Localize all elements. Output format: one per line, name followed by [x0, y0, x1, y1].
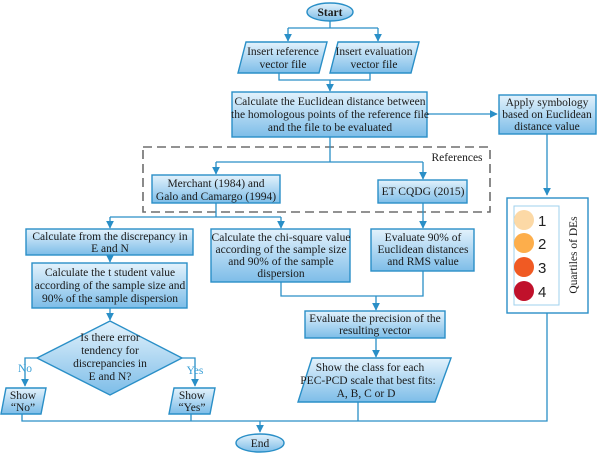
connector-to-evaluate-precision — [280, 271, 424, 310]
legend-swatch-4 — [514, 281, 534, 301]
svg-text:the homologous points of the r: the homologous points of the reference f… — [231, 109, 429, 121]
calc-chi-square-node: Calculate the chi-square value according… — [210, 228, 351, 283]
legend-label-2: 2 — [538, 236, 546, 253]
svg-text:distance value: distance value — [514, 121, 579, 133]
decision-node: Is there error tendency for discrepancie… — [35, 320, 184, 396]
svg-text:tendency for: tendency for — [81, 345, 139, 357]
svg-text:and the file to be evaluated: and the file to be evaluated — [268, 122, 392, 134]
svg-text:Galo and Camargo (1994): Galo and Camargo (1994) — [156, 191, 276, 203]
svg-text:“Yes”: “Yes” — [179, 402, 206, 414]
svg-text:“No”: “No” — [11, 402, 35, 414]
insert-evaluation-node: Insert evaluation vector file — [329, 41, 420, 74]
show-class-node: Show the class for each PEC-PCD scale th… — [297, 357, 452, 403]
connector-decision-yes — [182, 357, 199, 387]
merchant-node: Merchant (1984) and Galo and Camargo (19… — [151, 174, 281, 204]
end-node: End — [235, 433, 285, 453]
connector-to-references — [216, 137, 423, 163]
evaluate-precision-node: Evaluate the precision of the resulting … — [304, 310, 446, 339]
svg-text:Merchant (1984) and: Merchant (1984) and — [167, 178, 264, 190]
evaluate-90-node: Evaluate 90% of Euclidean distances and … — [370, 228, 475, 272]
calc-discrepancy-node: Calculate from the discrepancy in E and … — [25, 228, 194, 256]
svg-text:discrepancies in: discrepancies in — [73, 358, 147, 370]
svg-text:Insert reference: Insert reference — [247, 46, 319, 58]
start-node: Start — [306, 2, 354, 22]
svg-text:Calculate the chi-square value: Calculate the chi-square value — [212, 232, 351, 244]
legend-swatch-3 — [514, 257, 534, 277]
svg-text:and RMS value: and RMS value — [387, 256, 459, 268]
svg-text:Show: Show — [10, 390, 37, 402]
calc-t-student-node: Calculate the t student value according … — [31, 262, 188, 309]
references-group — [142, 146, 491, 213]
insert-reference-node: Insert reference vector file — [237, 41, 328, 74]
svg-text:Insert evaluation: Insert evaluation — [336, 46, 413, 58]
svg-text:A, B, C or D: A, B, C or D — [337, 388, 396, 400]
connector-merchant-split — [110, 203, 281, 218]
show-no-node: Show “No” — [0, 387, 47, 415]
svg-text:PEC-PCD scale that best fits:: PEC-PCD scale that best fits: — [300, 375, 435, 387]
svg-text:End: End — [251, 438, 270, 450]
svg-text:Euclidean distances: Euclidean distances — [377, 244, 469, 256]
connector-decision-no — [21, 357, 37, 387]
svg-text:resulting vector: resulting vector — [339, 325, 411, 337]
svg-text:Start: Start — [318, 7, 343, 19]
yes-branch-label: Yes — [187, 365, 204, 377]
svg-text:Evaluate 90% of: Evaluate 90% of — [385, 232, 462, 244]
connector-inserts-merge — [278, 73, 371, 91]
legend-label-4: 4 — [538, 284, 546, 301]
legend-title: Quartiles of DEs — [568, 216, 580, 294]
svg-text:Evaluate the precision of the: Evaluate the precision of the — [309, 313, 441, 325]
legend-label-3: 3 — [538, 260, 546, 277]
svg-text:vector file: vector file — [351, 59, 398, 71]
references-label: References — [431, 152, 483, 164]
svg-text:90% of the sample dispersion: 90% of the sample dispersion — [42, 293, 178, 305]
legend-swatch-2 — [514, 233, 534, 253]
svg-text:Apply symbology: Apply symbology — [506, 97, 589, 109]
svg-text:and 90% of the sample: and 90% of the sample — [228, 256, 333, 268]
svg-text:Calculate the Euclidean distan: Calculate the Euclidean distance between — [235, 96, 426, 108]
svg-text:Calculate from the discrepancy: Calculate from the discrepancy in — [32, 231, 187, 243]
svg-text:Calculate the t student value: Calculate the t student value — [45, 267, 175, 279]
svg-text:Show the class for each: Show the class for each — [316, 362, 425, 374]
connectors — [21, 20, 551, 433]
et-cqdg-node: ET CQDG (2015) — [377, 179, 468, 204]
svg-text:according of the sample size a: according of the sample size and — [35, 280, 186, 292]
svg-text:based on Euclidean: based on Euclidean — [502, 109, 592, 121]
legend-label-1: 1 — [538, 213, 546, 230]
svg-text:Show: Show — [179, 390, 206, 402]
svg-text:E and N: E and N — [91, 243, 129, 255]
show-yes-node: Show “Yes” — [168, 387, 216, 415]
legend-swatch-1 — [514, 210, 534, 230]
connector-bottom-merge — [21, 313, 548, 422]
no-branch-label: No — [18, 363, 32, 375]
svg-text:vector file: vector file — [260, 59, 307, 71]
quartiles-legend: 1 2 3 4 Quartiles of DEs — [506, 197, 589, 314]
svg-text:ET CQDG (2015): ET CQDG (2015) — [382, 186, 465, 198]
svg-text:E and N?: E and N? — [89, 371, 132, 383]
svg-text:Is there error: Is there error — [80, 332, 140, 344]
svg-text:dispersion: dispersion — [257, 268, 305, 280]
calc-euclidean-node: Calculate the Euclidean distance between… — [231, 91, 429, 138]
apply-symbology-node: Apply symbology based on Euclidean dista… — [498, 94, 597, 135]
svg-text:according of the sample size: according of the sample size — [216, 244, 347, 256]
